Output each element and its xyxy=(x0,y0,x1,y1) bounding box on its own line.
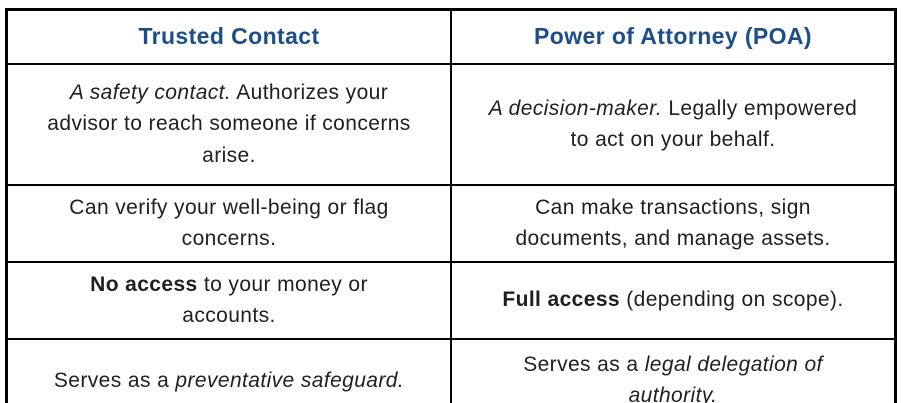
text-segment: Serves as a xyxy=(523,352,645,376)
comparison-graphic: Trusted Contact Power of Attorney (POA) … xyxy=(0,8,903,403)
table-cell: Can make transactions, sign documents, a… xyxy=(450,183,897,263)
table-cell: A safety contact. Authorizes your adviso… xyxy=(5,62,452,186)
text-segment: (depending on scope). xyxy=(620,288,844,312)
table-cell: No access to your money or accounts. xyxy=(5,260,452,340)
table-row: A safety contact. Authorizes your adviso… xyxy=(5,62,897,186)
table-body: A safety contact. Authorizes your adviso… xyxy=(5,62,897,403)
column-header-trusted-contact: Trusted Contact xyxy=(5,8,452,65)
table-row: No access to your money or accounts.Full… xyxy=(5,260,897,340)
text-segment: A decision-maker. xyxy=(488,96,663,120)
comparison-table: Trusted Contact Power of Attorney (POA) … xyxy=(5,8,897,403)
text-segment: A safety contact. xyxy=(69,80,232,104)
table-header: Trusted Contact Power of Attorney (POA) xyxy=(5,8,897,65)
header-row: Trusted Contact Power of Attorney (POA) xyxy=(5,8,897,65)
text-segment: to your money or accounts. xyxy=(182,272,368,328)
text-segment: Can verify your well-being or flag conce… xyxy=(69,195,389,251)
text-segment: legal delegation of authority. xyxy=(628,352,823,403)
table-cell: Can verify your well-being or flag conce… xyxy=(5,183,452,263)
text-segment: Full access xyxy=(502,288,620,312)
text-segment: No access xyxy=(90,272,198,296)
table-cell: Serves as a legal delegation of authorit… xyxy=(450,337,897,403)
table-cell: A decision-maker. Legally empowered to a… xyxy=(450,62,897,186)
text-segment: preventative safeguard. xyxy=(175,368,405,392)
text-segment: Authorizes your advisor to reach someone… xyxy=(47,80,411,167)
text-segment: Legally empowered to act on your behalf. xyxy=(570,96,858,152)
table-row: Serves as a preventative safeguard.Serve… xyxy=(5,337,897,403)
column-header-power-of-attorney: Power of Attorney (POA) xyxy=(450,8,897,65)
table-cell: Full access (depending on scope). xyxy=(450,260,897,340)
table-row: Can verify your well-being or flag conce… xyxy=(5,183,897,263)
table-cell: Serves as a preventative safeguard. xyxy=(5,337,452,403)
text-segment: Serves as a xyxy=(53,368,176,392)
text-segment: Can make transactions, sign documents, a… xyxy=(515,195,831,251)
